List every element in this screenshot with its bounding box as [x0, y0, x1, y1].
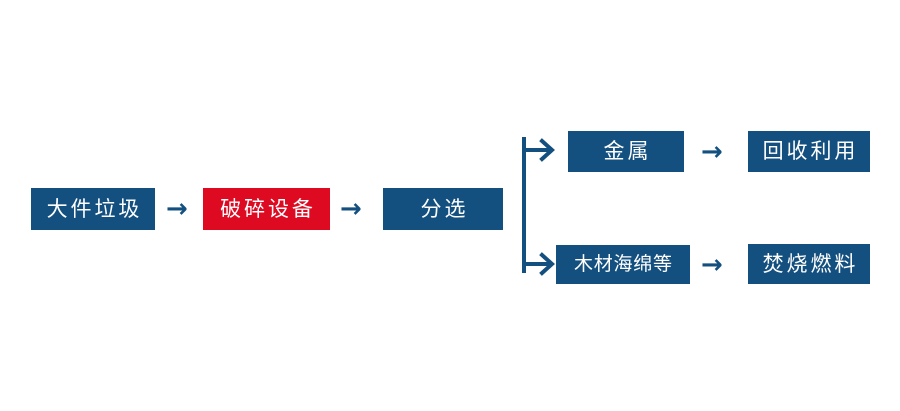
arrow-right-icon-wood-to-incineration: →: [701, 250, 723, 280]
node-wood-sponge[interactable]: 木材海绵等: [556, 245, 690, 284]
node-wood-sponge-label: 木材海绵等: [573, 254, 673, 275]
node-sorting-label: 分选: [420, 197, 469, 221]
branch-split-connector-icon: [518, 128, 568, 280]
node-recycling[interactable]: 回收利用: [748, 131, 870, 172]
node-metal[interactable]: 金属: [568, 131, 684, 172]
node-recycling-label: 回收利用: [762, 140, 859, 163]
arrow-right-icon-crusher-to-sorting: →: [340, 194, 362, 224]
node-bulky-waste-label: 大件垃圾: [46, 197, 143, 221]
node-incineration-label: 焚烧燃料: [762, 252, 859, 276]
node-metal-label: 金属: [603, 140, 652, 163]
node-crusher-label: 破碎设备: [220, 197, 316, 221]
node-incineration[interactable]: 焚烧燃料: [748, 244, 870, 284]
arrow-right-icon-waste-to-crusher: →: [166, 194, 188, 224]
node-sorting[interactable]: 分选: [383, 188, 503, 230]
arrow-right-icon-metal-to-recycling: →: [701, 137, 723, 167]
node-crusher[interactable]: 破碎设备: [203, 188, 330, 230]
node-bulky-waste[interactable]: 大件垃圾: [31, 188, 155, 230]
